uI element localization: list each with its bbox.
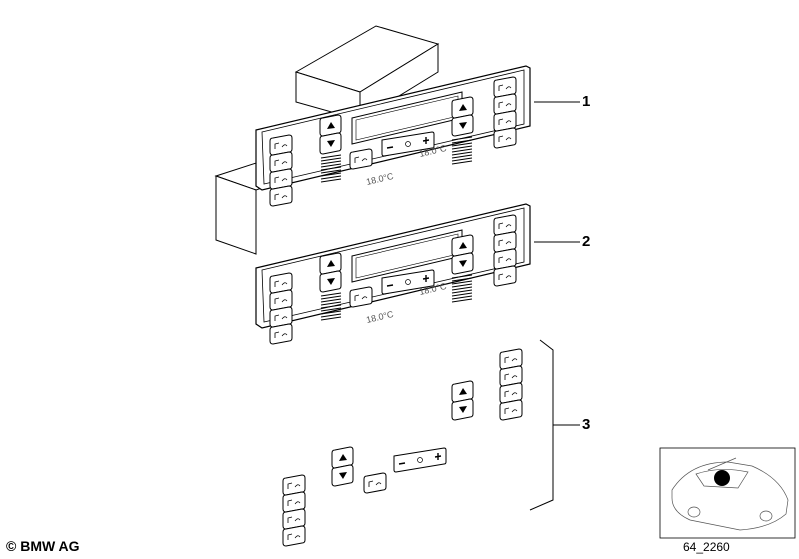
button-set-3 — [283, 349, 522, 546]
copyright-notice: © BMW AG — [6, 538, 80, 554]
callout-3: 3 — [582, 416, 591, 433]
display-left-temp: 18.0°C — [365, 171, 395, 187]
reference-code: 64_2260 — [683, 540, 730, 554]
callout-2: 2 — [582, 233, 591, 250]
bracket-3 — [529, 339, 580, 511]
display-left-temp-2: 18.0°C — [365, 309, 395, 325]
vehicle-location-thumbnail — [659, 447, 796, 539]
climate-control-panel-2 — [256, 204, 530, 344]
callout-1: 1 — [582, 93, 591, 110]
location-marker — [714, 470, 730, 486]
climate-control-unit-1 — [214, 25, 530, 255]
